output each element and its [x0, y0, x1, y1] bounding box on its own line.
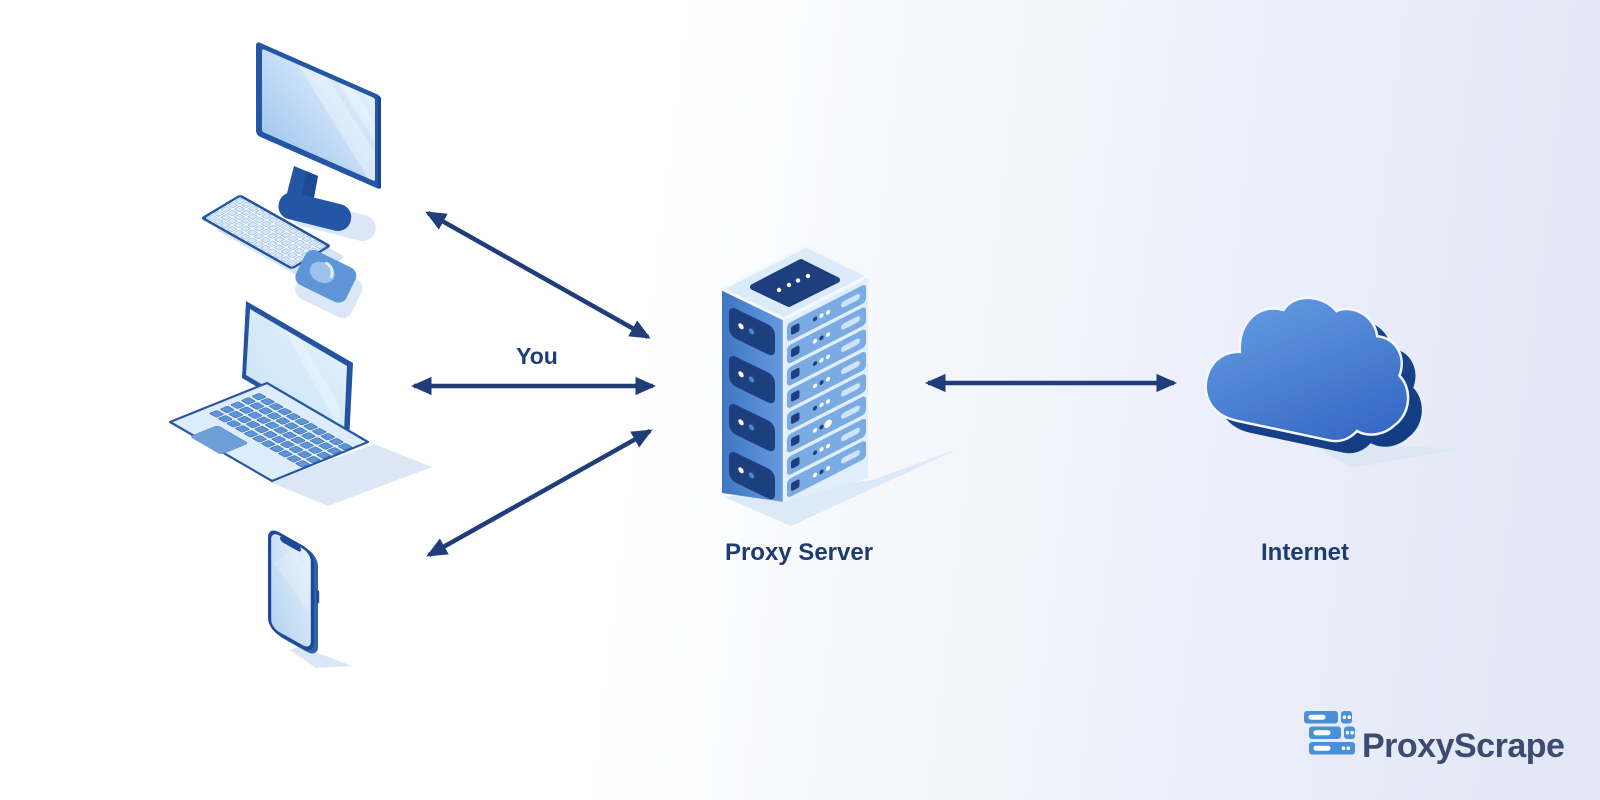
- proxyscrape-logo: ProxyScrape: [1304, 711, 1565, 765]
- arrow-phone-proxy: [426, 429, 653, 557]
- smartphone-illustration: [268, 530, 352, 668]
- server-rack-slots: [787, 285, 866, 498]
- connection-arrows: [410, 211, 1178, 557]
- desktop-computer-illustration: [202, 42, 381, 318]
- server-shadow: [724, 449, 958, 526]
- proxy-server-illustration: [720, 244, 958, 526]
- trackpad: [191, 426, 248, 454]
- monitor-stand-base: [278, 192, 352, 232]
- phone-side-button: [316, 589, 320, 604]
- laptop-screen: [246, 309, 347, 433]
- monitor: [256, 42, 381, 189]
- phone: [268, 530, 320, 654]
- proxy-server-label: Proxy Server: [725, 539, 873, 566]
- logo-text: ProxyScrape: [1362, 727, 1564, 765]
- phone-notch: [280, 536, 301, 552]
- laptop-illustration: [168, 301, 432, 506]
- keyboard-keys: [207, 198, 325, 266]
- internet-label: Internet: [1261, 539, 1349, 566]
- server-top-lights: [776, 273, 811, 293]
- server-side-panels: [729, 308, 775, 500]
- phone-shadow: [290, 646, 352, 668]
- mouse: [294, 250, 363, 318]
- internet-cloud-illustration: [1204, 296, 1462, 468]
- laptop-shadow: [270, 444, 432, 506]
- server-stack-icon: [1304, 711, 1355, 755]
- keyboard: [202, 195, 330, 269]
- laptop-keyboard: [191, 393, 352, 468]
- you-label: You: [516, 343, 558, 369]
- cloud-icon: [1204, 296, 1422, 454]
- arrow-desktop-proxy: [425, 211, 651, 339]
- server-top-panel: [750, 259, 840, 307]
- phone-screen: [271, 534, 311, 647]
